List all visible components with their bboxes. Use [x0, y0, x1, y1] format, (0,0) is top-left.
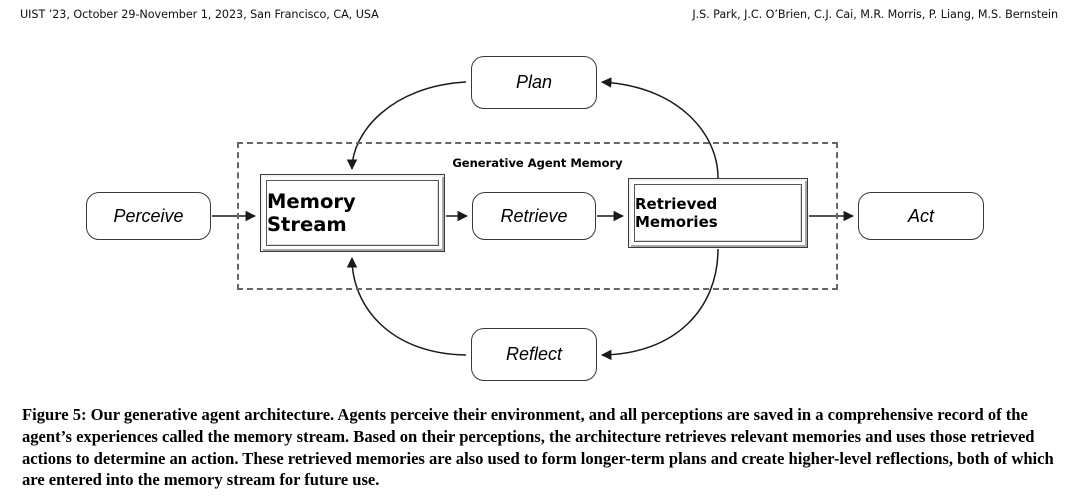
edge-retrieved-memories-to-plan — [600, 77, 719, 179]
node-retrieved-memories-inner: Retrieved Memories — [634, 184, 802, 242]
edge-plan-to-memory-stream — [346, 81, 467, 171]
node-retrieve[interactable]: Retrieve — [472, 192, 596, 240]
node-perceive[interactable]: Perceive — [86, 192, 211, 240]
node-retrieve-label: Retrieve — [500, 205, 568, 226]
node-memory-stream-label: Memory Stream — [267, 190, 356, 236]
node-act[interactable]: Act — [858, 192, 984, 240]
edge-retrieved-memories-to-reflect — [600, 248, 719, 361]
diagram-connectors — [212, 77, 855, 361]
node-retrieved-memories-label: Retrieved Memories — [635, 195, 718, 231]
node-plan-label: Plan — [515, 72, 553, 92]
node-reflect-label: Reflect — [505, 344, 563, 364]
node-retrieved-memories[interactable]: Retrieved Memories — [628, 178, 808, 248]
generative-agent-memory-label: Generative Agent Memory — [452, 156, 623, 170]
node-plan[interactable]: Plan — [471, 56, 597, 109]
node-reflect[interactable]: Reflect — [471, 328, 597, 381]
running-header: UIST ’23, October 29-November 1, 2023, S… — [0, 8, 1080, 28]
node-perceive-label: Perceive — [113, 205, 184, 226]
node-act-label: Act — [907, 205, 934, 226]
figure-caption: Figure 5: Our generative agent architect… — [22, 405, 1054, 490]
node-memory-stream[interactable]: Memory Stream — [260, 174, 445, 252]
node-memory-stream-inner: Memory Stream — [266, 180, 439, 246]
header-conference-info: UIST ’23, October 29-November 1, 2023, S… — [20, 8, 379, 21]
header-author-list: J.S. Park, J.C. O’Brien, C.J. Cai, M.R. … — [692, 8, 1058, 21]
figure-diagram: Generative Agent Memory Perceive Memory … — [0, 36, 1080, 398]
generative-agent-memory-region — [237, 142, 838, 290]
edge-reflect-to-memory-stream — [346, 256, 467, 356]
